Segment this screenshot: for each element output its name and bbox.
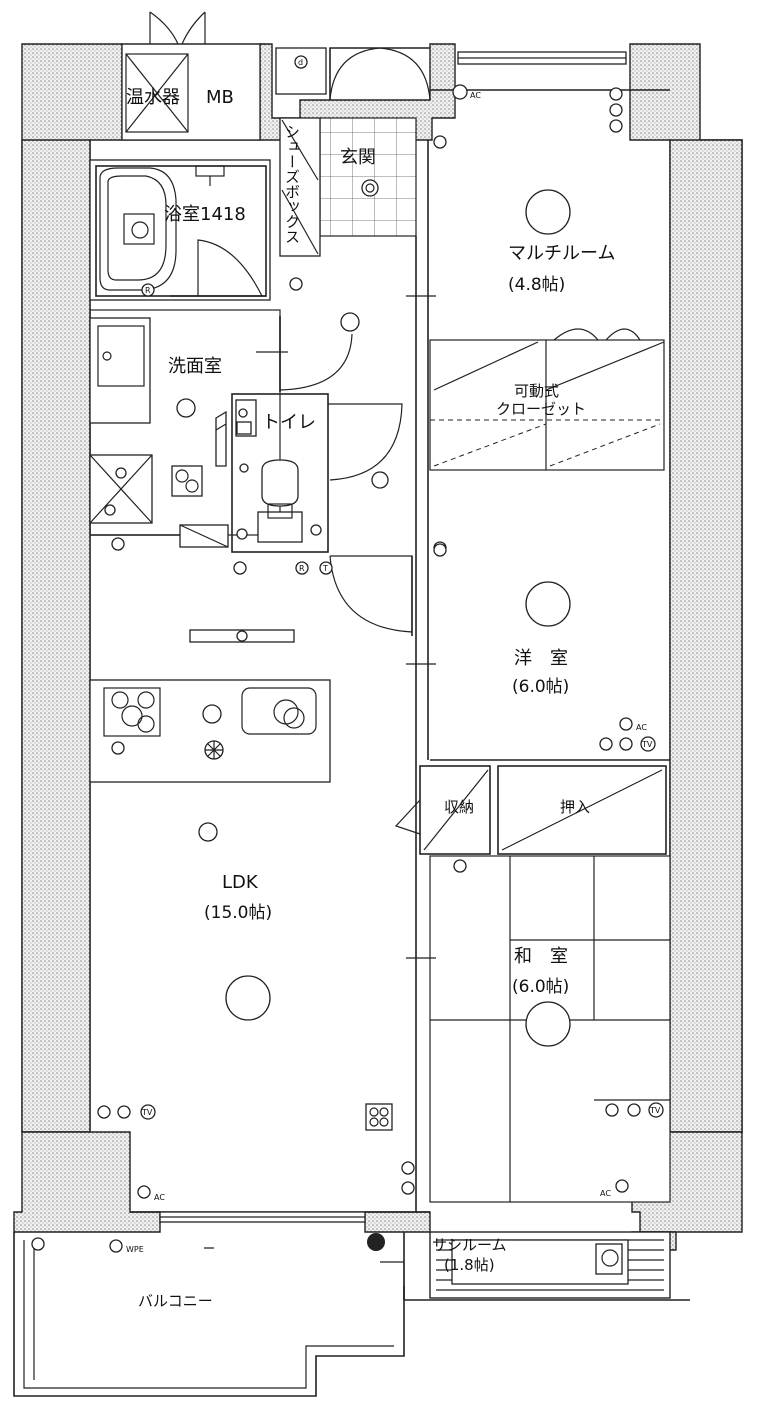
- label-toilet: トイレ: [262, 412, 316, 433]
- outer-walls: [13, 43, 743, 1251]
- label-washroom: 洗面室: [168, 356, 222, 377]
- bathroom: R: [89, 159, 271, 301]
- marker-ac-multi: AC: [470, 91, 481, 100]
- label-water-heater: 温水器: [126, 87, 180, 108]
- marker-ac-japanese: AC: [600, 1189, 611, 1198]
- label-mb: MB: [206, 87, 234, 108]
- marker-tv-western: TV: [641, 740, 653, 749]
- marker-tv-ldk: TV: [141, 1108, 153, 1117]
- toilet-room: [215, 393, 403, 553]
- label-balcony: バルコニー: [138, 1292, 213, 1310]
- label-oshiire: 押入: [560, 798, 590, 816]
- marker-t-hall: T: [322, 564, 328, 573]
- label-western-room: 洋 室: [514, 648, 568, 669]
- marker-tv-japanese: TV: [649, 1106, 661, 1115]
- label-bath: 浴室1418: [164, 204, 246, 225]
- label-multi-room: マルチルーム: [508, 243, 615, 264]
- label-movable-closet-1: 可動式: [514, 382, 559, 400]
- japanese-room: TV AC: [429, 855, 671, 1203]
- label-ldk: LDK: [222, 872, 259, 893]
- western-room: AC TV: [430, 543, 670, 761]
- label-western-room-size: (6.0帖): [512, 677, 569, 697]
- room-labels: 温水器 MB 浴室1418 玄関 シューズボックス マルチルーム (4.8帖) …: [126, 87, 615, 1310]
- marker-r-hall: R: [299, 564, 305, 573]
- label-sash-room: サシルーム: [432, 1236, 507, 1254]
- label-japanese-room-size: (6.0帖): [512, 977, 569, 997]
- marker-d: d: [298, 58, 303, 67]
- label-shoe-box: シューズボックス: [283, 124, 301, 244]
- sash-room: [367, 1231, 690, 1301]
- ldk: TV AC: [89, 534, 430, 1223]
- multi-room: AC: [429, 51, 670, 471]
- water-heater-mb: [121, 11, 265, 141]
- washroom: [89, 309, 360, 548]
- label-movable-closet-2: クローゼット: [496, 400, 586, 418]
- label-multi-room-size: (4.8帖): [508, 275, 565, 295]
- marker-ac-western: AC: [636, 723, 647, 732]
- dimension-ticks: [204, 295, 436, 1249]
- marker-r-bath: R: [145, 286, 151, 295]
- entrance-area: d: [275, 47, 431, 257]
- marker-wpe: WPE: [126, 1245, 144, 1254]
- marker-ac-ldk: AC: [154, 1193, 165, 1202]
- label-entrance: 玄関: [340, 147, 376, 168]
- label-sash-room-size: (1.8帖): [444, 1256, 495, 1274]
- label-ldk-size: (15.0帖): [204, 903, 272, 923]
- label-storage: 収納: [444, 798, 474, 816]
- balcony: WPE: [13, 1232, 405, 1397]
- label-japanese-room: 和 室: [514, 946, 568, 967]
